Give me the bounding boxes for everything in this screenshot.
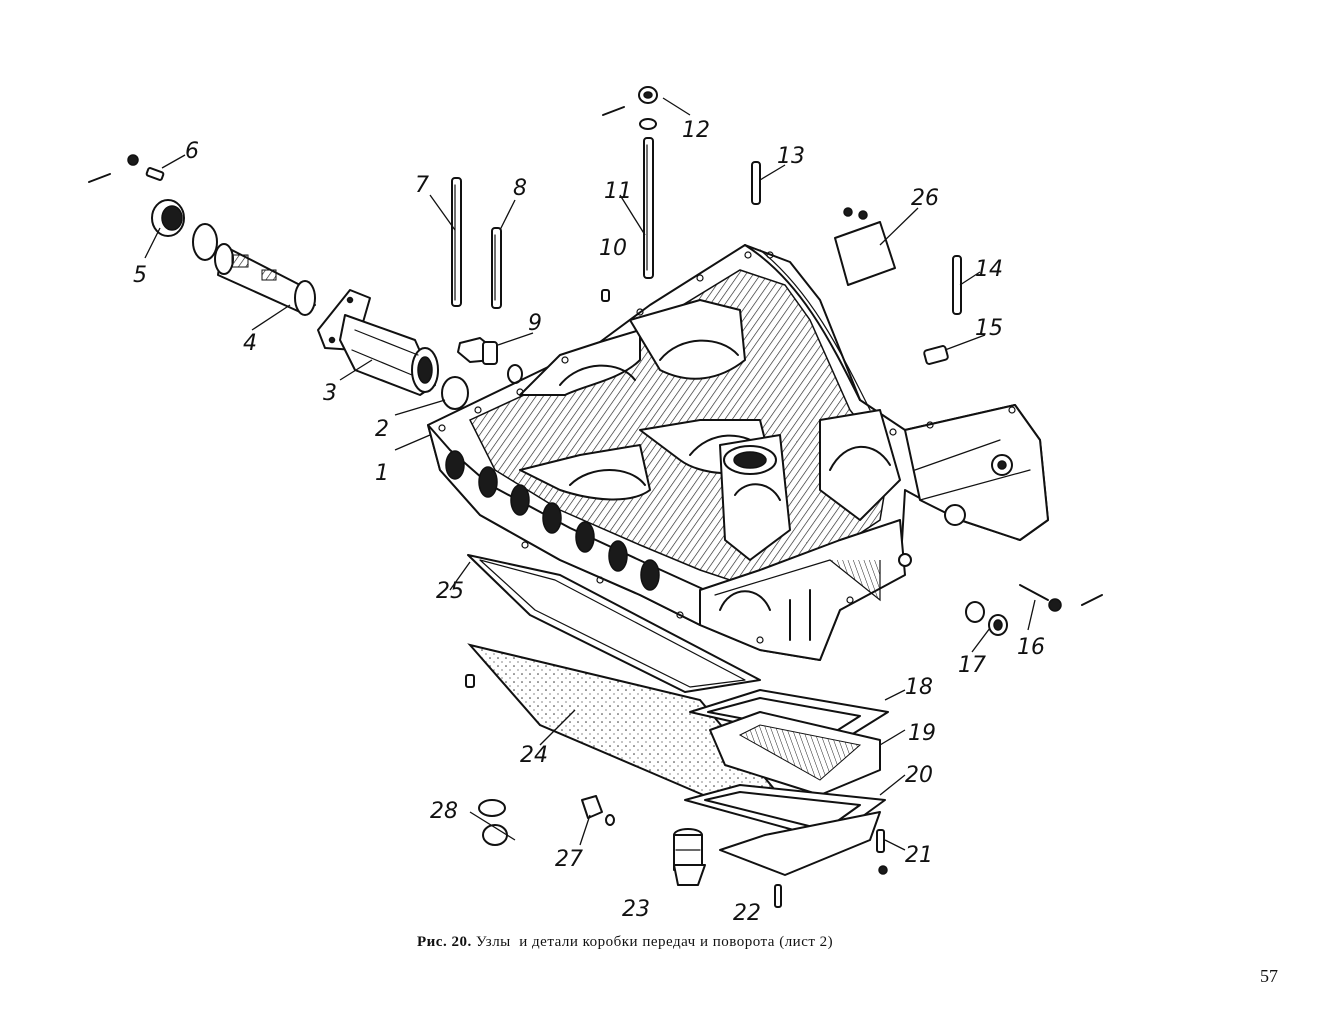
leader-lines xyxy=(144,97,1036,851)
label-part-27: 27 xyxy=(555,847,583,872)
part-16-bolt xyxy=(1019,584,1103,612)
part-15-bushing xyxy=(923,345,949,365)
housing-bolt-holes xyxy=(438,251,1016,644)
part-6-pin xyxy=(88,154,165,183)
label-part-14: 14 xyxy=(975,257,1003,282)
page-number: 57 xyxy=(1260,966,1278,986)
label-part-6: 6 xyxy=(185,139,199,164)
label-part-22: 22 xyxy=(733,901,761,926)
label-part-5: 5 xyxy=(133,263,147,288)
figure-caption: Рис. 20. Узлы и детали коробки передач и… xyxy=(417,934,833,951)
label-part-20: 20 xyxy=(905,763,933,788)
label-part-23: 23 xyxy=(622,897,650,922)
part-10-pin xyxy=(601,289,610,302)
figure-caption-prefix: Рис. 20. xyxy=(417,934,472,950)
label-part-2: 2 xyxy=(375,417,389,442)
part-13-stud xyxy=(751,161,761,205)
label-part-18: 18 xyxy=(905,675,933,700)
label-part-16: 16 xyxy=(1017,635,1045,660)
part-4-sleeve xyxy=(214,243,316,316)
part-25-gasket xyxy=(467,554,761,693)
label-part-3: 3 xyxy=(323,381,337,406)
label-part-19: 19 xyxy=(908,721,936,746)
label-part-17: 17 xyxy=(958,653,986,678)
label-part-28: 28 xyxy=(430,799,458,824)
label-part-9: 9 xyxy=(528,311,542,336)
part-19-oil-pan xyxy=(709,711,881,796)
label-part-26: 26 xyxy=(911,186,939,211)
label-part-25: 25 xyxy=(436,579,464,604)
part-22-pin xyxy=(774,884,782,908)
part-2-o-ring xyxy=(441,376,469,410)
figure-caption-text: Узлы и детали коробки передач и поворота… xyxy=(475,934,834,950)
part-7-stud xyxy=(451,177,462,307)
part-5-flange-nut xyxy=(151,199,218,261)
part-8-stud xyxy=(491,227,502,309)
label-part-12: 12 xyxy=(682,118,710,143)
label-part-24: 24 xyxy=(520,743,548,768)
part-12-nut xyxy=(602,86,658,130)
part-number-labels: 1 2 3 4 5 6 7 8 9 10 11 12 13 14 15 16 1… xyxy=(133,118,1045,926)
label-part-8: 8 xyxy=(513,176,527,201)
part-9-fitting xyxy=(457,337,523,384)
label-part-21: 21 xyxy=(905,843,933,868)
label-part-15: 15 xyxy=(975,316,1003,341)
label-part-1: 1 xyxy=(375,461,389,486)
part-14-stud xyxy=(952,255,962,315)
label-part-10: 10 xyxy=(599,236,627,261)
part-27-plug xyxy=(581,795,615,826)
part-21-stud xyxy=(876,829,888,875)
part-3-bearing-housing xyxy=(317,289,439,396)
part-28-plug xyxy=(478,799,508,846)
label-part-11: 11 xyxy=(604,179,632,204)
label-part-4: 4 xyxy=(243,331,257,356)
label-part-13: 13 xyxy=(777,144,805,169)
part-23-filter xyxy=(673,828,706,886)
housing-side-windows xyxy=(445,450,660,591)
gearbox-housing xyxy=(427,244,1049,661)
part-17-seal-rings xyxy=(965,601,1008,636)
part-26-cover-plate xyxy=(834,207,896,286)
label-part-7: 7 xyxy=(415,173,429,198)
part-20-lower-pan xyxy=(684,784,886,876)
part-11-long-stud xyxy=(643,137,654,279)
